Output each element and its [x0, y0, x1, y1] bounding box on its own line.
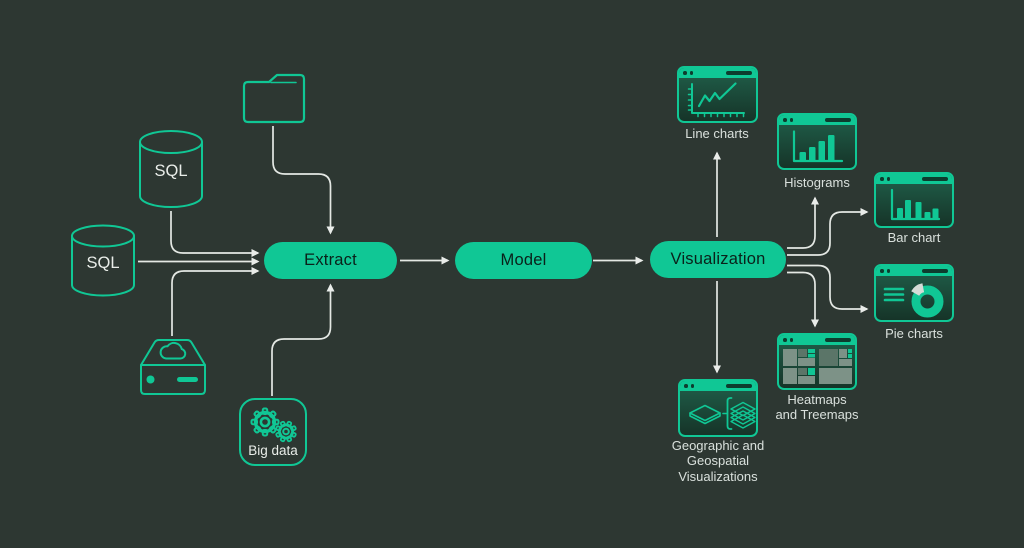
line-charts-label: Line charts [685, 126, 749, 141]
window-dot [783, 338, 787, 342]
connector-server-to-extract [171, 267, 260, 336]
window-line-charts [677, 66, 758, 123]
cloud-server-source [137, 337, 209, 399]
window-titlebar [876, 174, 952, 184]
sql-label: SQL [86, 254, 120, 272]
database-cylinder-icon [139, 130, 203, 208]
address-bar [726, 71, 752, 75]
model-label: Model [500, 251, 547, 269]
line-chart-icon [687, 82, 745, 118]
window-dot [783, 118, 787, 122]
window-histograms [777, 113, 857, 170]
address-bar [922, 269, 948, 273]
bar-chart-label: Bar chart [887, 230, 941, 245]
sql-database-top: SQL [138, 129, 204, 209]
node-extract: Extract [264, 242, 397, 279]
window-titlebar [680, 381, 756, 391]
window-dot [683, 71, 687, 75]
visualization-label: Visualization [670, 250, 766, 268]
window-dot [880, 269, 884, 273]
gears-icon [239, 398, 307, 466]
window-titlebar [779, 115, 855, 125]
address-bar [825, 118, 851, 122]
connector-visualization-to-piecharts [787, 264, 869, 313]
map-layers-icon [689, 397, 756, 430]
address-bar [825, 338, 851, 342]
cloud-server-icon [140, 339, 206, 395]
window-titlebar [679, 68, 756, 78]
server-led [146, 375, 155, 384]
cloud-icon [159, 341, 187, 360]
connector-bigdata-to-extract [271, 283, 335, 396]
node-model: Model [455, 242, 592, 279]
window-dot [880, 177, 884, 181]
treemap-tiles [783, 349, 852, 384]
connector-visualization-to-barchart [787, 208, 869, 256]
geographic-label: Geographic and Geospatial Visualizations [671, 438, 765, 484]
window-titlebar [779, 335, 855, 345]
pie-charts-label: Pie charts [885, 326, 943, 341]
histograms-label: Histograms [784, 175, 850, 190]
window-heatmaps [777, 333, 857, 390]
sql-label: SQL [154, 162, 188, 180]
window-dot [886, 269, 890, 273]
window-dot [689, 71, 693, 75]
address-bar [922, 177, 948, 181]
bar-chart-icon [890, 188, 941, 221]
big-data-label: Big data [248, 443, 298, 458]
window-geographic [678, 379, 758, 437]
folder-icon [242, 73, 306, 124]
big-data-source: Big data [238, 397, 308, 467]
window-dot [690, 384, 694, 388]
window-dot [789, 118, 793, 122]
folder-source [238, 73, 310, 125]
window-dot [886, 177, 890, 181]
treemap-icon [783, 349, 852, 384]
histogram-icon [792, 130, 844, 163]
window-dot [789, 338, 793, 342]
connector-visualization-to-histograms [787, 196, 819, 249]
connector-folder-to-extract [272, 126, 335, 235]
window-titlebar [876, 266, 952, 276]
sql-database-left: SQL [70, 224, 136, 298]
server-slot [177, 377, 198, 382]
window-dot [684, 384, 688, 388]
window-pie-charts [874, 264, 954, 322]
address-bar [726, 384, 752, 388]
extract-label: Extract [304, 251, 357, 269]
connector-sqltop-to-extract [170, 211, 260, 257]
node-visualization: Visualization [650, 241, 786, 278]
window-bar-chart [874, 172, 954, 228]
heatmaps-label: Heatmaps and Treemaps [775, 392, 859, 423]
database-cylinder-icon [71, 224, 135, 297]
connector-visualization-to-heatmaps [787, 271, 819, 328]
pie-chart-icon [883, 283, 944, 318]
